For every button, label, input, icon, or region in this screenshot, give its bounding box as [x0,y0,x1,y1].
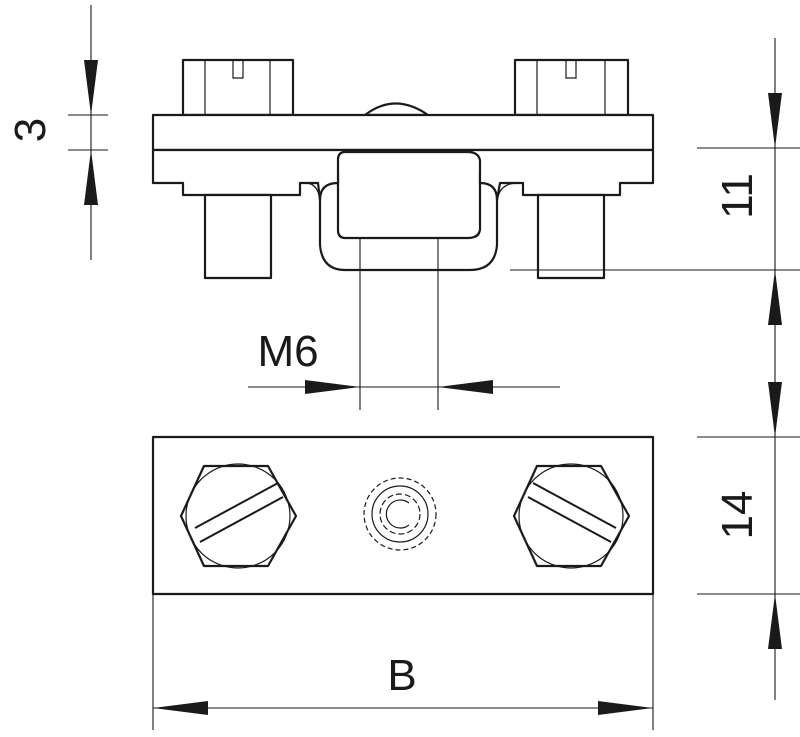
dim-label-m6: M6 [257,327,318,376]
left-screw-shank [190,193,290,280]
dimension-11: 11 [510,38,800,700]
left-screw-head [181,58,295,117]
right-screw-head [513,58,630,117]
plan-view [151,435,655,596]
top-plate [151,113,655,152]
dim-label-3: 3 [6,118,55,142]
dimension-3: 3 [6,5,108,260]
center-nut-icon [363,477,437,551]
left-hex-screw-icon [179,463,298,569]
lower-plate [151,148,655,202]
center-dome [363,102,430,117]
dim-label-14: 14 [713,491,762,540]
right-screw-shank [523,193,620,280]
side-view [151,58,655,410]
dimension-b: B [152,594,654,730]
dim-label-11: 11 [713,173,762,219]
right-hex-screw-icon [512,463,631,569]
dimension-14: 14 [697,382,800,649]
dimension-m6: M6 [248,327,560,394]
dim-label-b: B [387,651,416,700]
